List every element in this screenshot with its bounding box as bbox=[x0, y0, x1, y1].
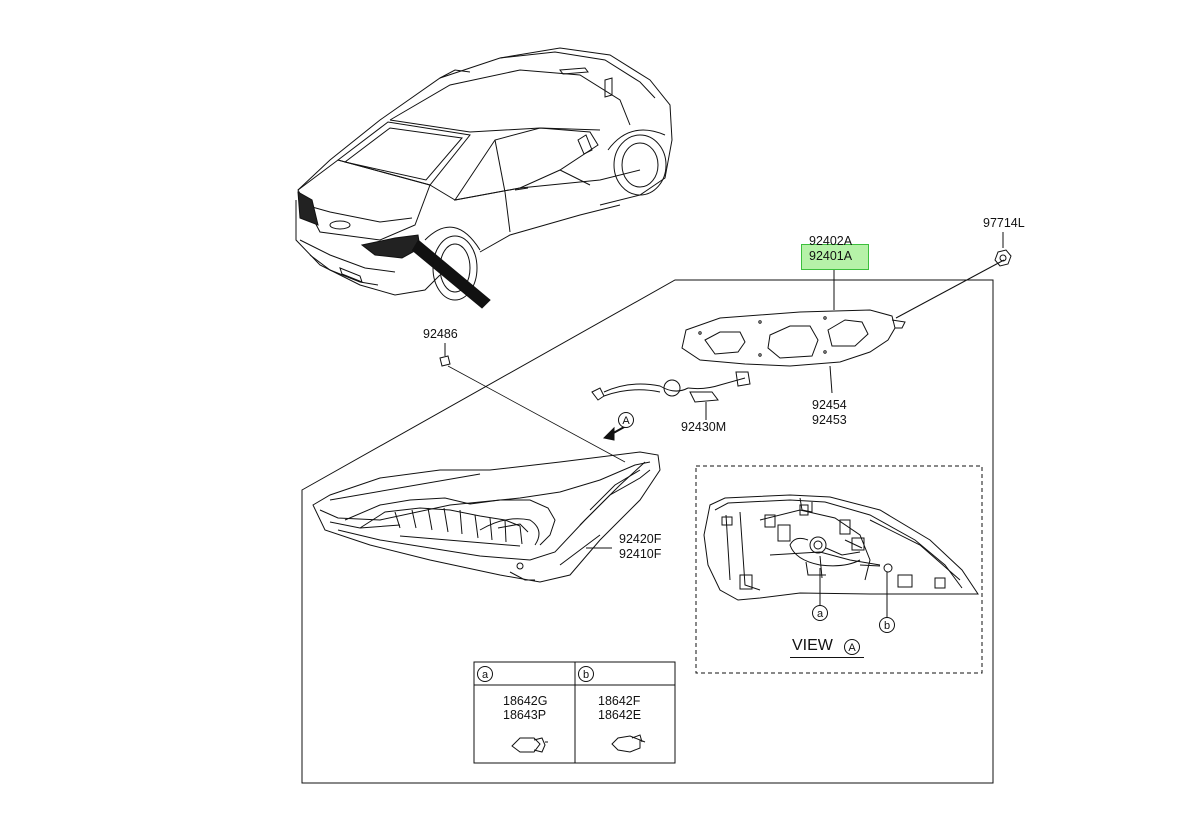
view-a-frame bbox=[695, 465, 983, 674]
callout-92410f[interactable]: 92410F bbox=[619, 547, 662, 561]
bulb-18642g[interactable]: 18642G bbox=[503, 694, 548, 708]
callout-92453[interactable]: 92453 bbox=[812, 413, 847, 427]
nut-icon bbox=[994, 249, 1012, 267]
bulb-18643p[interactable]: 18643P bbox=[503, 708, 547, 722]
clip-icon bbox=[439, 355, 451, 367]
callout-92454[interactable]: 92454 bbox=[812, 398, 847, 412]
bulb-table-key-b: b bbox=[578, 666, 594, 682]
car-illustration bbox=[295, 47, 673, 309]
bulb-table-key-a: a bbox=[477, 666, 493, 682]
gasket-panel bbox=[681, 309, 906, 367]
view-point-a[interactable]: a bbox=[812, 605, 828, 621]
socket-wiring bbox=[591, 371, 751, 420]
callout-92430m[interactable]: 92430M bbox=[681, 420, 727, 434]
callout-92401a[interactable]: 92401A bbox=[809, 249, 853, 263]
callout-92402a[interactable]: 92402A bbox=[809, 234, 853, 248]
view-a-underline bbox=[790, 657, 864, 658]
view-point-b[interactable]: b bbox=[879, 617, 895, 633]
callout-92486[interactable]: 92486 bbox=[423, 327, 458, 341]
callout-92420f[interactable]: 92420F bbox=[619, 532, 662, 546]
bulb-table-lines bbox=[473, 661, 676, 764]
bulb-18642f[interactable]: 18642F bbox=[598, 694, 641, 708]
selected-part-highlight bbox=[801, 244, 869, 270]
view-a-circle: A bbox=[844, 639, 860, 655]
assembly-frame bbox=[301, 279, 994, 784]
view-arrow-marker[interactable]: A bbox=[618, 412, 634, 428]
bulb-18642e[interactable]: 18642E bbox=[598, 708, 642, 722]
tail-lamp-assembly bbox=[312, 451, 661, 583]
view-a-title: VIEW bbox=[792, 637, 833, 654]
callout-97714l[interactable]: 97714L bbox=[983, 216, 1025, 230]
view-a-lamp-back bbox=[703, 494, 979, 601]
